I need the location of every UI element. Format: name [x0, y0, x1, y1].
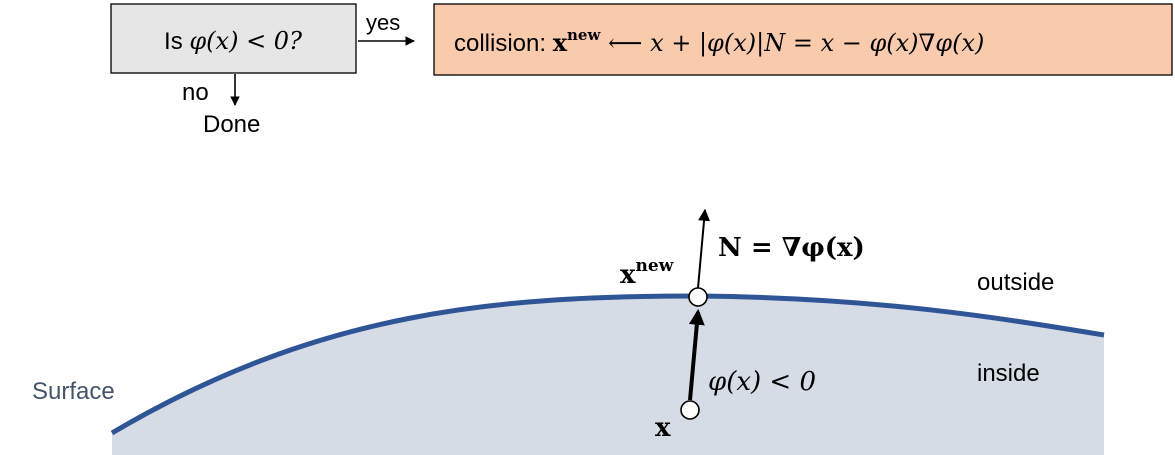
point-x-label: x — [655, 413, 671, 443]
yes-label: yes — [366, 10, 400, 35]
surface-curve — [110, 293, 1105, 436]
collision-text: collision: xnew ⟵ x + |φ(x)|N = x − φ(x)… — [454, 26, 984, 58]
normal-arrow — [697, 208, 711, 289]
question-box — [110, 3, 357, 74]
point-x — [680, 400, 700, 420]
phi-label: φ(x) < 0 — [708, 367, 816, 397]
point-x-new — [688, 287, 708, 307]
question-text: Is φ(x) < 0? — [164, 27, 302, 55]
surface-label: Surface — [32, 378, 115, 405]
collision-box — [433, 3, 1173, 76]
no-label: no — [182, 79, 209, 106]
projection-arrow — [688, 308, 705, 401]
inside-label: inside — [977, 360, 1040, 387]
done-label: Done — [203, 111, 260, 138]
inside-region — [112, 296, 1104, 455]
outside-label: outside — [977, 269, 1054, 296]
normal-label: N = ∇φ(x) — [718, 233, 865, 263]
point-x-new-label: xnew — [620, 256, 674, 290]
